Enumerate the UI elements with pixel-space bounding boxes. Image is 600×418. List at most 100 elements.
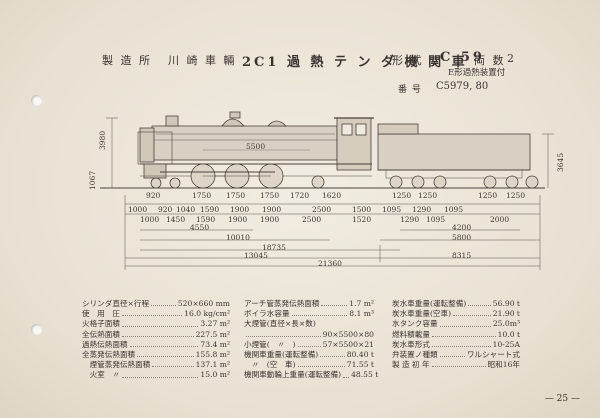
spec-label: 過熱伝熱面積 (82, 339, 128, 349)
spec-label: 水タンク容量 (392, 319, 438, 329)
spec-label: 煙管蒸発伝熱面積 (82, 360, 151, 370)
spec-row: 〃 (空 車)71.55 t (244, 360, 374, 370)
mid-dim: 1900 (260, 215, 280, 224)
spec-label: 機関車重量(運転整備) (244, 350, 319, 360)
spec-row: アーチ管蒸発伝熱面積 1.7 m² (244, 299, 374, 309)
spec-label: ボイラ水容量 (244, 309, 290, 319)
spec-row: 弁装置ノ種類 ワルシャート式 (392, 350, 520, 360)
spec-row: 燃料積載量 10.0 t (392, 330, 520, 340)
dim-row: 1290 (412, 205, 432, 214)
tender-b-dim: 5800 (452, 233, 472, 242)
mid-dim: 2000 (490, 215, 510, 224)
mid-dim: 1450 (166, 215, 186, 224)
spec-value: 10.0 t (497, 329, 520, 339)
spec-row: ボイラ水容量 8.1 m³ (244, 309, 374, 319)
spec-row: 機関車動輪上重量(運転整備) 48.55 t (244, 370, 378, 380)
spec-label: 小煙管( 〃 ) (244, 339, 296, 349)
number-value: C5979, 80 (436, 81, 489, 92)
spec-row: 90×5500×80 (244, 330, 374, 340)
spec-value: 8.1 m³ (349, 309, 374, 319)
spec-value: 21.90 t (492, 309, 520, 319)
span-b-dim: 8315 (452, 251, 472, 260)
superheater-note: E形過熱装置付 (448, 68, 506, 78)
spec-value: 137.1 m² (195, 360, 230, 370)
spec-label: シリンダ直径×行程 (82, 299, 150, 308)
number-label: 番 号 (398, 85, 422, 95)
wheel-dim: 1250 (478, 191, 498, 200)
dim-row: 1095 (444, 205, 464, 214)
dim-row: 920 (158, 205, 173, 214)
dim-row: 1900 (230, 205, 250, 214)
wheel-dim: 1750 (192, 191, 212, 200)
spec-value: 48.55 t (351, 370, 379, 380)
spec-value: 56.90 t (492, 299, 520, 308)
spec-row: 炭水車重量(運転整備) 56.90 t (392, 299, 520, 309)
spec-label: 炭水車形式 (392, 339, 430, 349)
spec-value: 227.5 m² (195, 329, 230, 339)
tender-a-dim: 4200 (452, 223, 472, 232)
spec-label: 製 造 初 年 (392, 360, 430, 370)
spec-value: 155.8 m² (195, 350, 230, 360)
total-length-dim: 21360 (318, 259, 342, 268)
mid-dim: 1900 (228, 215, 248, 224)
dim-row: 1500 (352, 205, 372, 214)
spec-label: 燃料積載量 (392, 329, 430, 339)
spec-value: 73.4 m² (200, 339, 230, 349)
maker-name: 川 崎 車 輛 (168, 54, 237, 67)
spec-row: 過熱伝熱面積 73.4 m² (82, 340, 230, 350)
spec-row: 機関車重量(運転整備) 80.40 t (244, 350, 374, 360)
spec-value: 1.7 m² (349, 299, 374, 308)
mid-dim: 2500 (302, 215, 322, 224)
binder-hole (31, 95, 42, 106)
rail-gauge-dim: 1067 (88, 170, 97, 190)
spec-label: 〃 (空 車) (244, 360, 296, 370)
spec-row: 火室 〃 15.0 m² (82, 370, 230, 380)
spec-value: 90×5500×80 (322, 329, 374, 339)
spec-value: 昭和16年 (487, 360, 520, 370)
mid-dim: 1095 (426, 215, 446, 224)
mid-dim: 1290 (400, 215, 420, 224)
maker-label: 製 造 所 (102, 54, 152, 67)
spec-label: 炭水車重量(運転整備) (392, 299, 467, 308)
page-number: — 25 — (544, 394, 580, 404)
wheel-dim: 1250 (418, 191, 438, 200)
spec-label: 機関車動輪上重量(運転整備) (244, 370, 342, 380)
spec-value: 16.0 kg/cm² (184, 309, 230, 319)
spec-row: シリンダ直径×行程 520×660 mm (82, 299, 230, 309)
spec-row: 火格子面積 3.27 m² (82, 319, 230, 329)
spec-row: 炭水車形式 10-25A (392, 340, 520, 350)
spec-value: 80.40 t (346, 350, 374, 360)
locomotive-side-elevation (100, 111, 554, 270)
spec-row: 小煙管( 〃 ) 57×5500×21 (244, 340, 374, 350)
spec-value: 57×5500×21 (322, 339, 374, 349)
spec-label: 大煙管(直径×長×数) (244, 319, 316, 329)
spec-row: 煙管蒸発伝熱面積 137.1 m² (82, 360, 230, 370)
spec-label: アーチ管蒸発伝熱面積 (244, 299, 320, 308)
spec-row: 全蒸発伝熱面積 155.8 m² (82, 350, 230, 360)
spec-label: 炭水車重量(空車) (392, 309, 452, 319)
locomotive-title: 2C1 過 熱 テ ン ダ 機 関 車 (242, 55, 468, 70)
spec-label: 火格子面積 (82, 319, 120, 329)
spec-label: 全蒸発伝熱面積 (82, 350, 136, 360)
wheel-dim: 1750 (226, 191, 246, 200)
type-label: 形 式 (392, 54, 424, 67)
mid-dim: 1000 (140, 215, 160, 224)
spec-value: 520×660 mm (177, 299, 230, 308)
spec-value: 10-25A (492, 339, 520, 349)
dim-row: 1095 (382, 205, 402, 214)
spec-value: 15.0 m² (200, 370, 230, 380)
wheel-dim: 1620 (322, 191, 342, 200)
spec-label: 火室 〃 (82, 370, 120, 380)
spec-label: 弁装置ノ種類 (392, 350, 438, 360)
tube-length-dim: 5500 (246, 142, 266, 151)
dim-row: 1900 (262, 205, 282, 214)
spec-value: ワルシャート式 (466, 350, 520, 360)
spec-value: 3.27 m² (200, 319, 230, 329)
spec-row: 大煙管(直径×長×数) (244, 319, 374, 329)
wheel-dim: 1720 (290, 191, 310, 200)
dim-row: 1000 (128, 205, 148, 214)
